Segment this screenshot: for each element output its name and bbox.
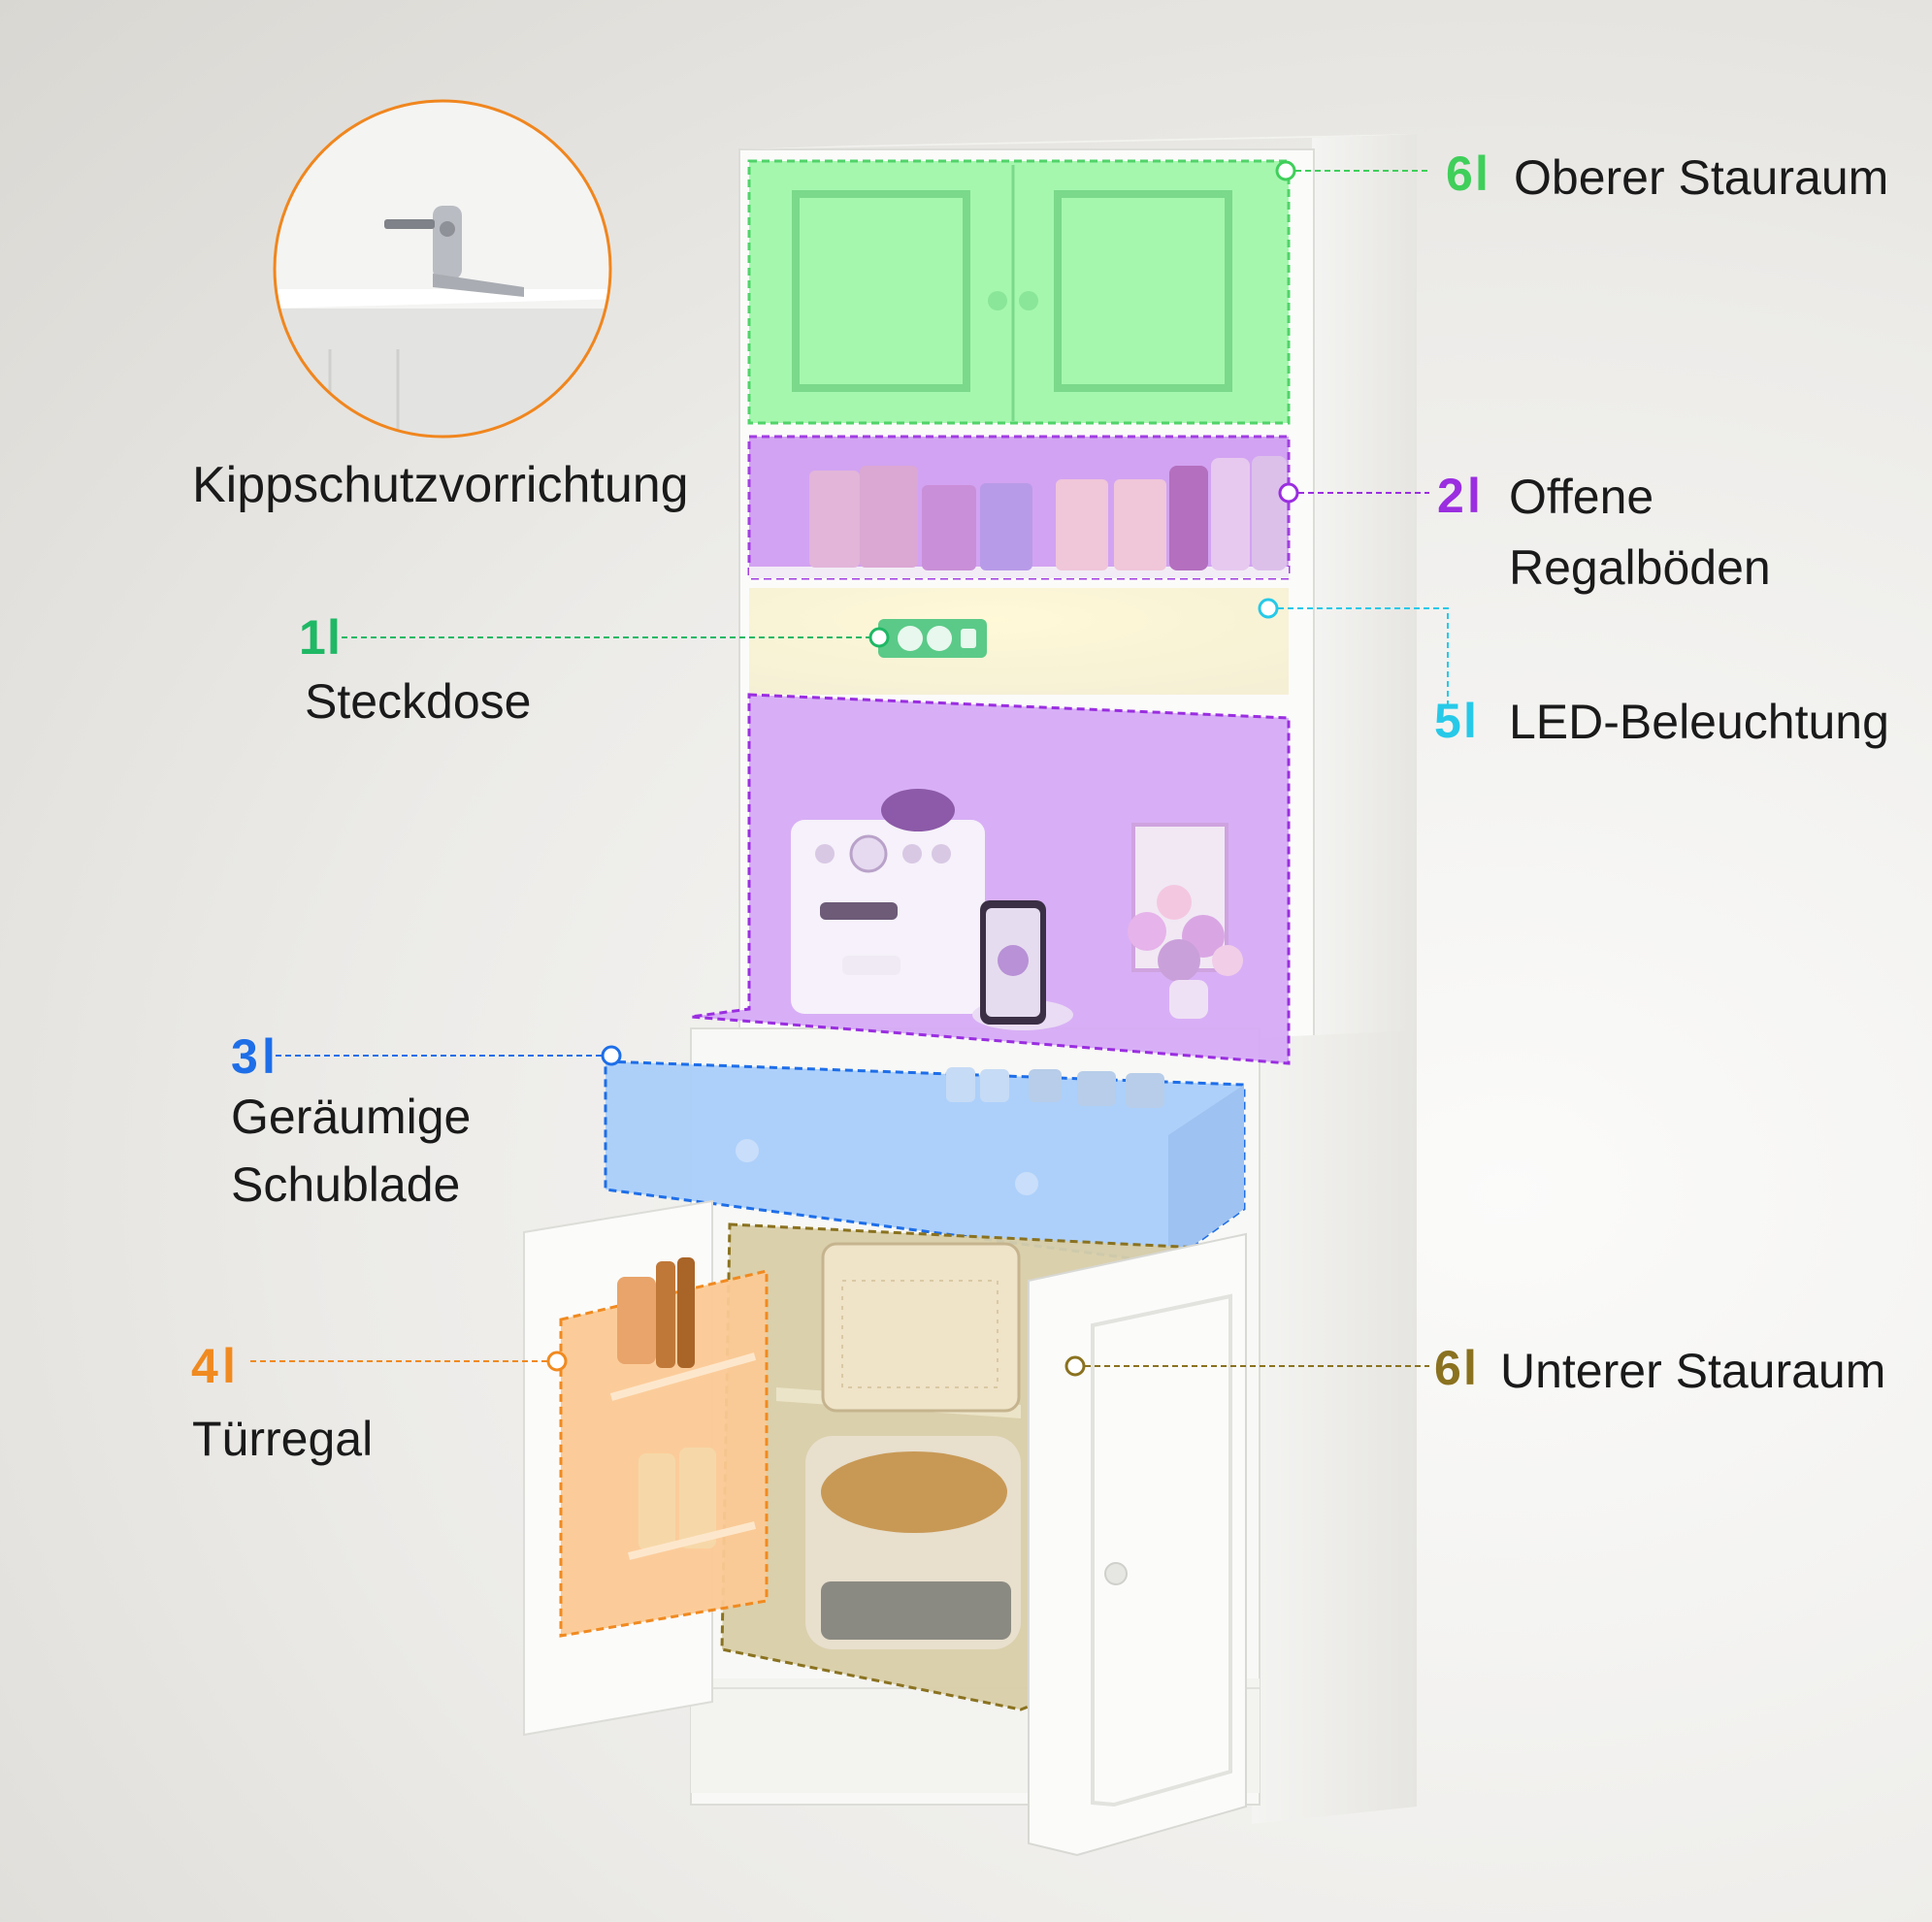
- callout-bar: l: [262, 1029, 276, 1084]
- callout-bar: l: [1463, 694, 1477, 748]
- led-area: [749, 588, 1289, 695]
- callout-text: Regalböden: [1509, 540, 1771, 595]
- anti-tip-label: Kippschutzvorrichtung: [192, 457, 689, 513]
- callout-number: 4: [191, 1339, 218, 1393]
- callout-bar: l: [1475, 147, 1489, 201]
- drawer-zone: [604, 1059, 1246, 1265]
- callout-text: Steckdose: [305, 674, 532, 729]
- callout-number: 2: [1437, 469, 1464, 523]
- callout-text: Oberer Stauraum: [1514, 150, 1889, 205]
- callout-text: LED-Beleuchtung: [1509, 695, 1889, 749]
- left-door: [523, 1199, 769, 1737]
- callout-bar: l: [1467, 469, 1481, 523]
- callout-dots: [546, 160, 1299, 1377]
- flower-vase-icon: [1128, 885, 1243, 1019]
- right-door: [1028, 1232, 1247, 1857]
- callout-number: 5: [1434, 694, 1461, 748]
- callout-number: 6: [1446, 147, 1473, 201]
- espresso-machine-icon: [791, 789, 985, 1014]
- callout-text: Türregal: [192, 1412, 374, 1466]
- callout-number: 3: [231, 1029, 258, 1084]
- upper-storage-zone: [747, 159, 1291, 425]
- anti-tip-bracket-icon: [384, 206, 524, 297]
- wireless-charger-icon: [972, 900, 1073, 1030]
- callout-number: 6: [1434, 1341, 1461, 1395]
- callout-text: Offene: [1509, 470, 1654, 524]
- callout-text: Geräumige: [231, 1090, 472, 1144]
- power-socket-icon: [878, 619, 987, 658]
- open-shelves-zone: [747, 435, 1291, 580]
- callout-text: Unterer Stauraum: [1500, 1344, 1886, 1398]
- anti-tip-inset: [273, 99, 612, 439]
- appliance-zone: [690, 693, 1291, 1065]
- callout-text: Schublade: [231, 1157, 461, 1212]
- callout-bar: l: [327, 610, 341, 665]
- callout-number: 1: [299, 610, 326, 665]
- callout-bar: l: [1463, 1341, 1477, 1395]
- callout-leaders: [250, 170, 1449, 1367]
- callout-bar: l: [222, 1339, 236, 1393]
